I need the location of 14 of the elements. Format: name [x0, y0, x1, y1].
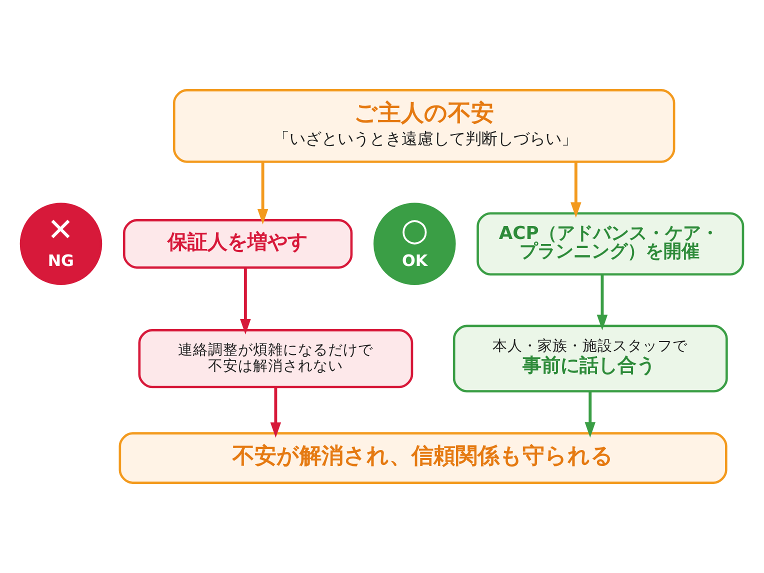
- node-circle: ○ OK: [373, 202, 456, 286]
- arrow: [240, 268, 251, 334]
- node-box: 連絡調整が煩雑になるだけで不安は解消されない: [138, 329, 414, 388]
- node-box: ご主人の不安 「いざというとき遠慮して判断しづらい」: [172, 89, 676, 163]
- node-box: 保証人を増やす: [122, 219, 353, 269]
- arrow: [257, 162, 268, 224]
- node-box: 不安が解消され、信頼関係も守られる: [118, 432, 728, 484]
- arrow: [270, 387, 282, 438]
- arrow: [596, 274, 608, 330]
- node-circle: ✕ NG: [20, 202, 102, 286]
- node-box: 本人・家族・施設スタッフで 事前に話し合う: [452, 324, 728, 392]
- arrow: [584, 391, 596, 438]
- arrow: [570, 162, 582, 218]
- node-box: ACP（アドバンス・ケア・プランニング）を開催: [476, 212, 744, 276]
